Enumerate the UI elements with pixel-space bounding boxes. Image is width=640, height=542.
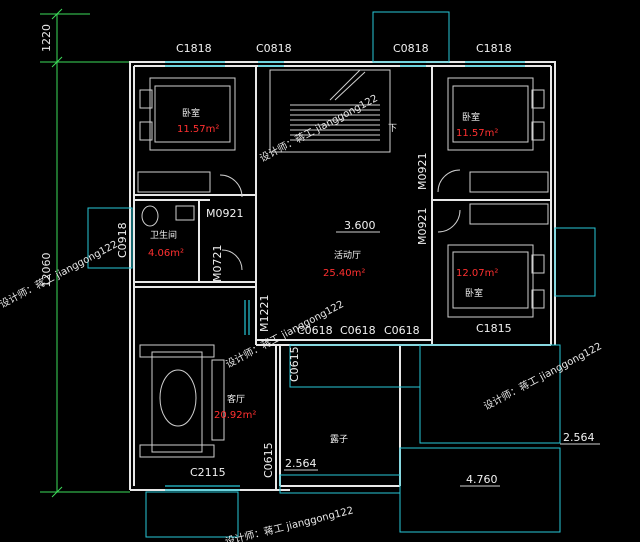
window-c0618-3: C0618 (384, 324, 420, 337)
elevation-terrace-right: 2.564 (563, 431, 595, 444)
bedroom-e-name: 卧室 (465, 287, 483, 299)
dimension-top: 1220 (40, 24, 53, 52)
windows (165, 61, 525, 491)
door-m0921-right-top: M0921 (416, 153, 429, 191)
window-c0615-a: C0615 (288, 346, 301, 382)
door-swings (219, 169, 461, 271)
bed-nw (139, 77, 236, 151)
elevation-terrace-bottom: 4.760 (466, 473, 498, 486)
window-c0818-left: C0818 (256, 42, 292, 55)
activity-room-area: 25.40m² (323, 268, 365, 279)
watermark-right: 设计师：蒋工 jianggong122 (481, 339, 603, 412)
bathroom-fixtures (141, 205, 195, 227)
window-c0618-2: C0618 (340, 324, 376, 337)
dimension-side: 12060 (40, 253, 53, 288)
watermark-top: 设计师：蒋工 jianggong122 (257, 91, 379, 164)
window-c1818-left: C1818 (176, 42, 212, 55)
activity-room-name: 活动厅 (334, 249, 361, 261)
door-m0921-right-mid: M0921 (416, 208, 429, 246)
stair-down-label: 下 (388, 124, 397, 134)
wardrobes (137, 171, 549, 225)
window-c0918: C0918 (116, 222, 129, 258)
bathroom-name: 卫生间 (150, 229, 177, 241)
window-c2115: C2115 (190, 466, 226, 479)
bedroom-ne-name: 卧室 (462, 111, 480, 123)
bed-e (447, 244, 545, 318)
door-m1221: M1221 (258, 295, 271, 333)
watermark-bottom: 设计师：蒋工 jianggong122 (224, 503, 355, 542)
door-m0721: M0721 (211, 245, 224, 283)
living-room-name: 客厅 (227, 393, 245, 405)
living-furniture (139, 344, 225, 458)
bed-ne (447, 77, 545, 151)
staircase (269, 69, 391, 153)
window-c0818-right: C0818 (393, 42, 429, 55)
bedroom-nw-name: 卧室 (182, 107, 200, 119)
window-c0618-1: C0618 (297, 324, 333, 337)
bathroom-area: 4.06m² (148, 248, 184, 259)
bedroom-ne-area: 11.57m² (456, 128, 498, 139)
living-room-area: 20.92m² (214, 410, 256, 421)
window-c0615-b: C0615 (262, 442, 275, 478)
terrace-name: 露子 (330, 434, 348, 445)
window-c1818-right: C1818 (476, 42, 512, 55)
bedroom-nw-area: 11.57m² (177, 124, 219, 135)
door-m0921-left: M0921 (206, 207, 244, 220)
window-c1815: C1815 (476, 322, 512, 335)
bedroom-e-area: 12.07m² (456, 268, 498, 279)
dimension-lines (40, 8, 130, 498)
watermark-left: 设计师：蒋工 jianggong122 (0, 237, 120, 310)
elevation-terrace-left: 2.564 (285, 457, 317, 470)
elevation-floor: 3.600 (344, 219, 376, 232)
